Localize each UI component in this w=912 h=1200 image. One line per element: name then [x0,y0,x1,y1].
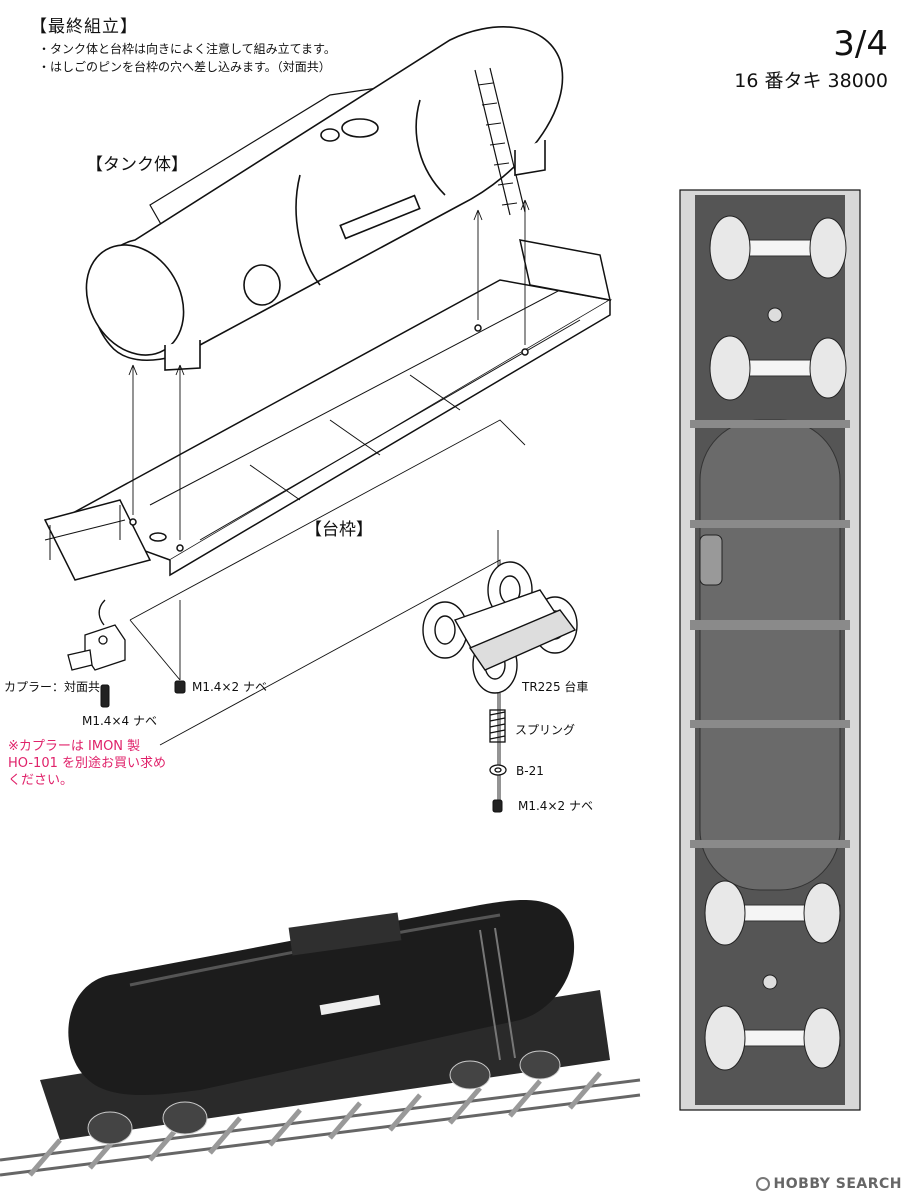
instruction-note-2: ・はしごのピンを台枠の穴へ差し込みます。（対面共） [38,60,331,74]
underframe-label: 【台枠】 [305,520,373,540]
coupler-label: カプラー：対面共 [4,680,101,694]
screw-left-label: M1.4×2 ナベ [192,680,267,694]
screw-parts [100,680,503,813]
underside-photo [679,189,861,1111]
spring-label: スプリング [515,723,576,737]
page-number: 3/4 [833,24,888,64]
bogie-label: TR225 台車 [522,680,589,694]
tank-body-label: 【タンク体】 [86,155,188,175]
tank-car-photo [0,900,641,1180]
coupler-part-drawing [67,599,126,671]
watermark: HOBBY SEARCH [755,1176,902,1192]
section-title: 【最終組立】 [30,17,138,37]
screw-coupler-label: M1.4×4 ナベ [82,714,157,728]
assembly-guide-lines [128,199,530,810]
screw-bogie-label: M1.4×2 ナベ [518,799,593,813]
model-name: 16 番タキ 38000 [734,70,888,92]
bogie-drawing [422,561,578,694]
watermark-text: HOBBY SEARCH [773,1176,902,1192]
tank-body-drawing [85,26,564,371]
underframe-drawing [43,239,613,581]
washer-label: B-21 [516,764,544,778]
spring-and-washer [489,709,507,776]
coupler-purchase-note: ※カプラーは IMON 製 HO-101 を別途お買い求めください。 [8,739,167,788]
hobbysearch-logo-icon [755,1177,770,1191]
instruction-note-1: ・タンク体と台枠は向きによく注意して組み立てます。 [38,42,336,56]
